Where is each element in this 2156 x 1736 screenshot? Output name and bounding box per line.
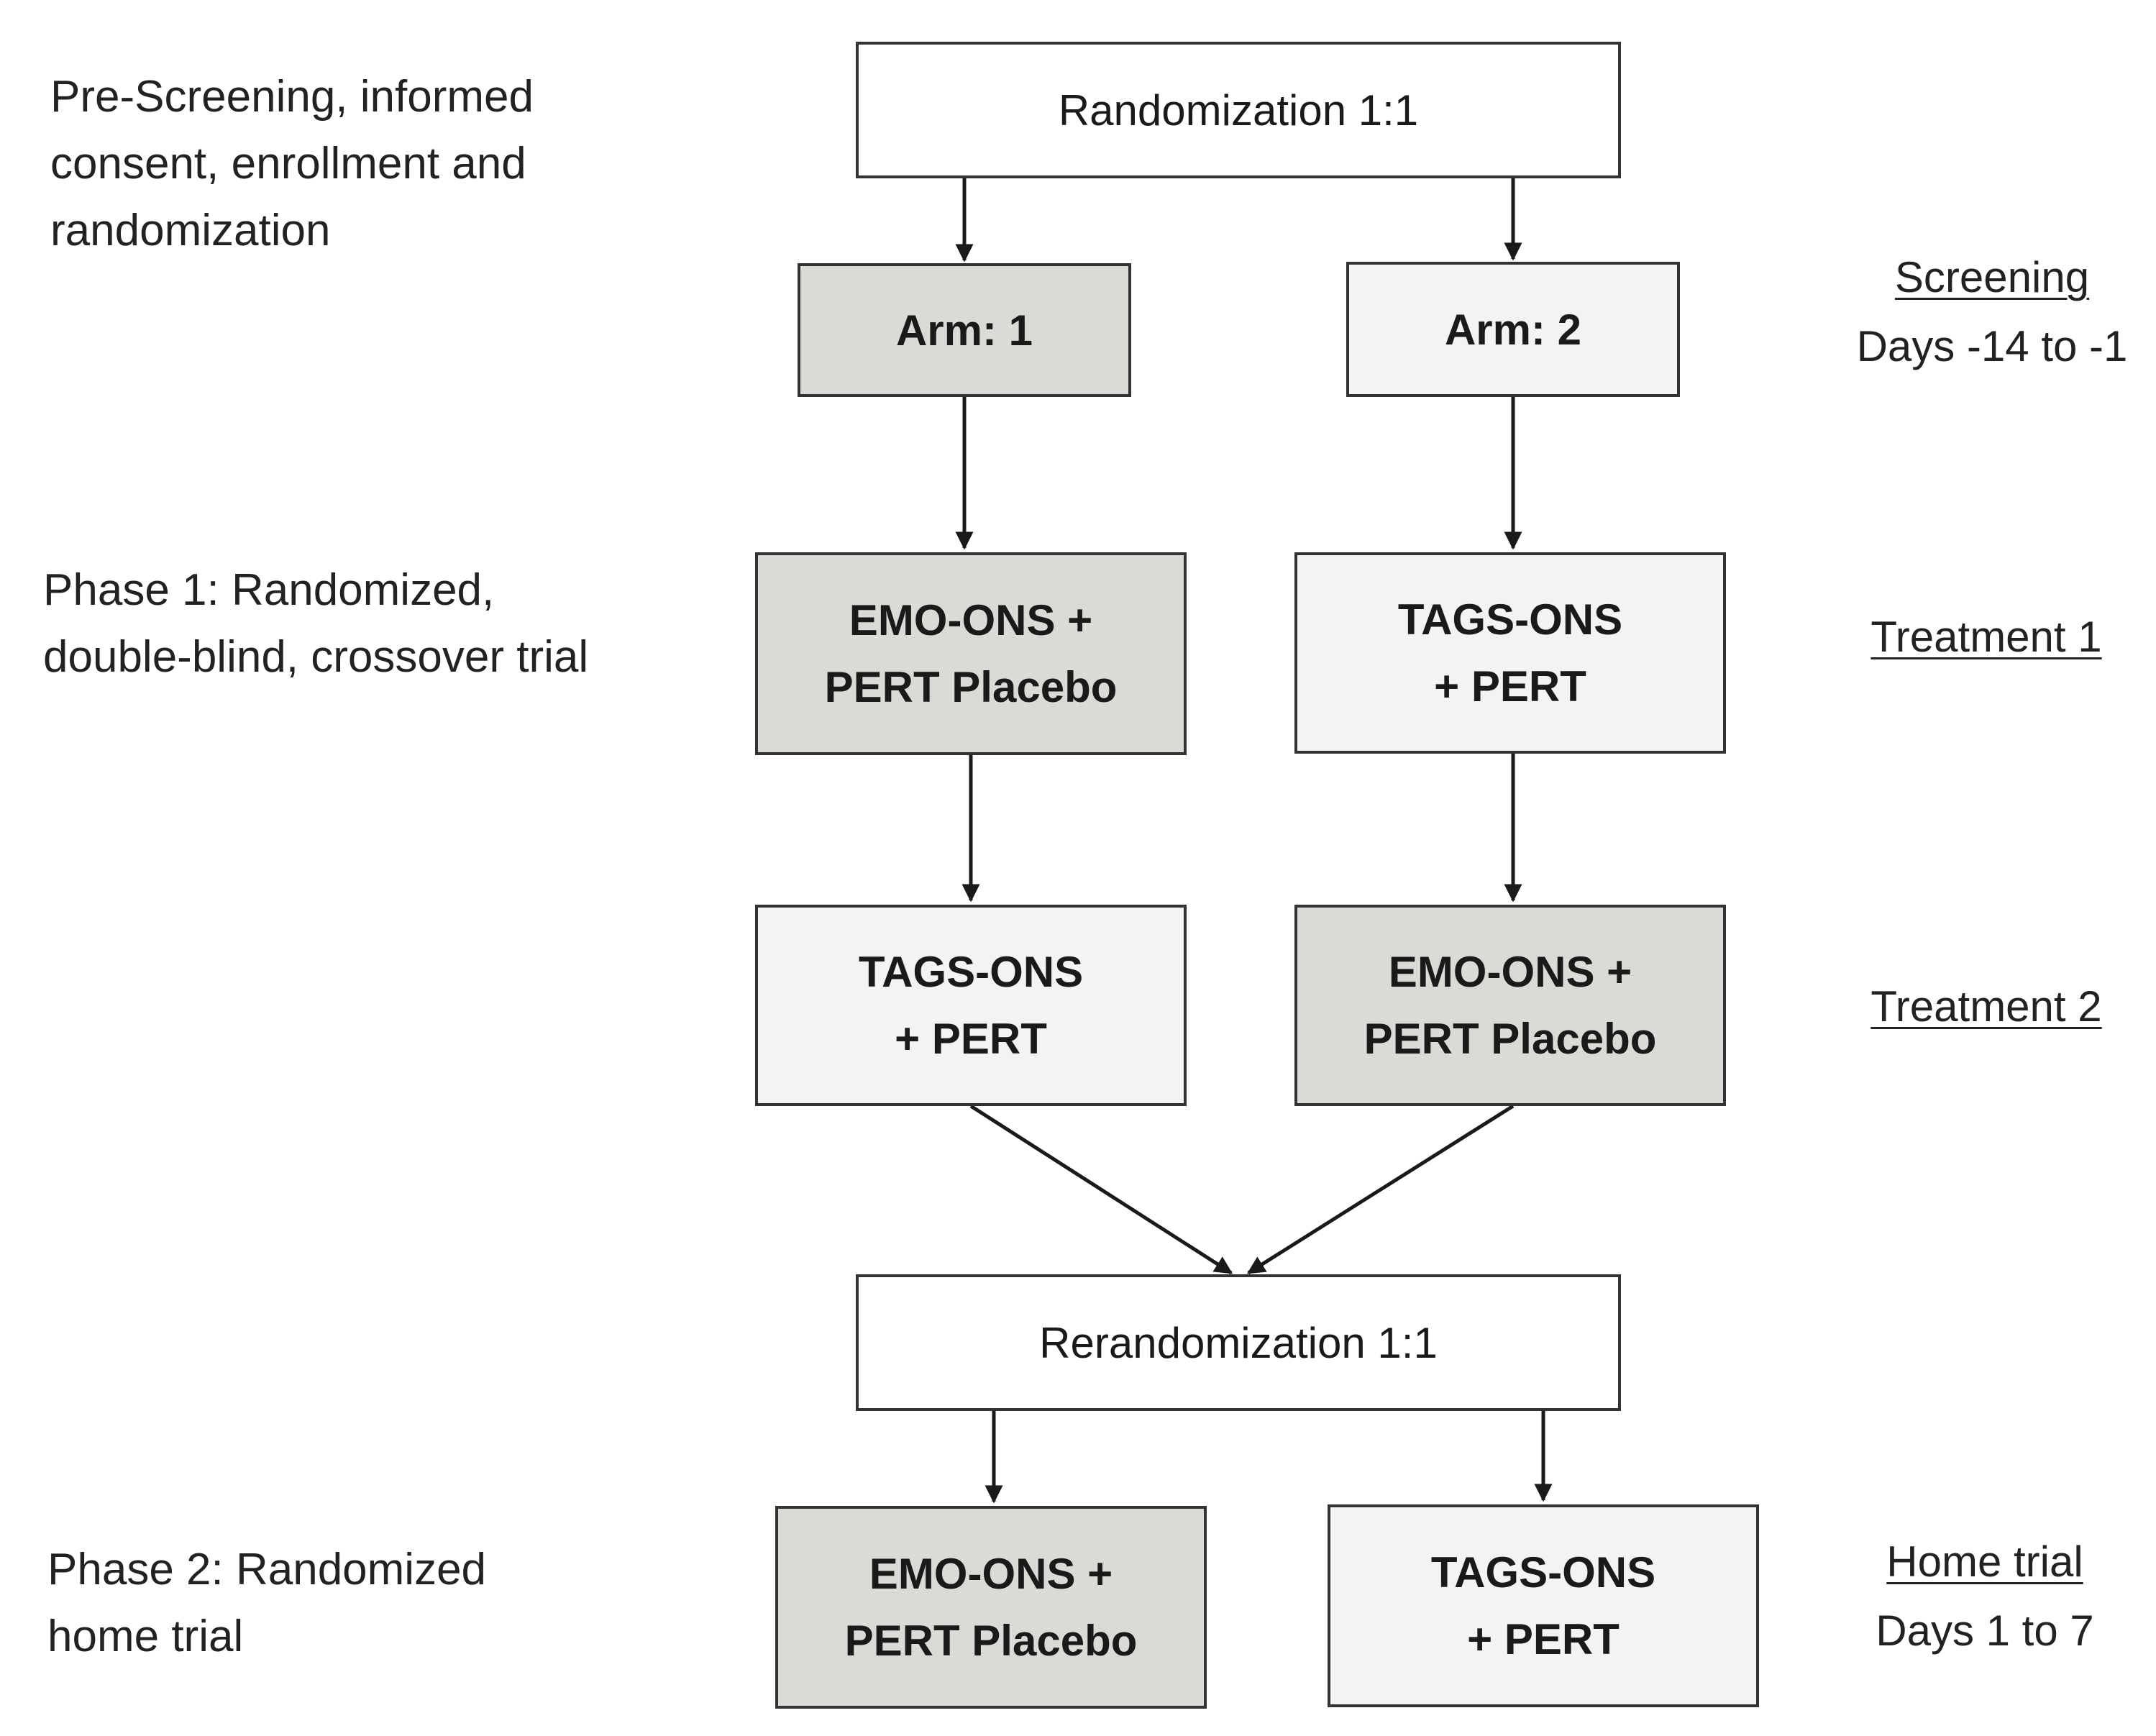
label-screening: Screening Days -14 to -1 [1834, 243, 2150, 381]
box-rerandomization: Rerandomization 1:1 [856, 1274, 1621, 1411]
label-treatment2-title: Treatment 2 [1870, 982, 2102, 1031]
box-arm2-treatment1: TAGS-ONS + PERT [1294, 552, 1726, 754]
label-treatment1: Treatment 1 [1828, 603, 2144, 672]
box-arm2: Arm: 2 [1346, 262, 1680, 397]
box-arm1: Arm: 1 [798, 263, 1131, 397]
label-home-title: Home trial [1886, 1538, 2083, 1586]
box-home-arm1: EMO-ONS + PERT Placebo [775, 1506, 1207, 1709]
box-arm2-treatment2: EMO-ONS + PERT Placebo [1294, 905, 1726, 1106]
arrow-arm2-t2-to-rerandomization [1246, 1104, 1515, 1275]
box-home-arm2: TAGS-ONS + PERT [1328, 1504, 1759, 1707]
box-randomization: Randomization 1:1 [856, 42, 1621, 178]
arrow-arm1-t2-to-rerandomization [969, 1104, 1233, 1275]
label-pre-screening: Pre-Screening, informed consent, enrollm… [50, 72, 534, 255]
label-home-trial: Home trial Days 1 to 7 [1827, 1527, 2143, 1666]
box-arm1-treatment1: EMO-ONS + PERT Placebo [755, 552, 1187, 755]
label-treatment2: Treatment 2 [1828, 972, 2144, 1041]
label-treatment1-title: Treatment 1 [1870, 613, 2102, 661]
label-screening-days: Days -14 to -1 [1856, 322, 2128, 370]
label-screening-title: Screening [1894, 253, 2090, 301]
label-home-days: Days 1 to 7 [1876, 1607, 2094, 1655]
label-phase1: Phase 1: Randomized, double-blind, cross… [43, 565, 589, 682]
label-phase2: Phase 2: Randomized home trial [47, 1545, 487, 1661]
box-arm1-treatment2: TAGS-ONS + PERT [755, 905, 1187, 1106]
